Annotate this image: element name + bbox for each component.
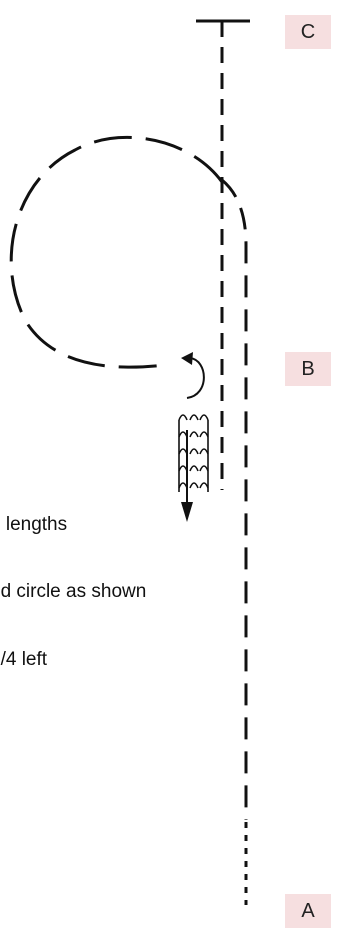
instruction-line-1: e lengths bbox=[0, 514, 68, 535]
instruction-line-4: n bbox=[0, 672, 1, 696]
dashed-circle bbox=[9, 135, 224, 369]
turn-arrow bbox=[186, 357, 205, 399]
instruction-line-2: nd circle as shown bbox=[0, 581, 147, 602]
point-label-a: A bbox=[285, 894, 331, 928]
point-label-a-text: A bbox=[301, 899, 315, 922]
down-arrow-head bbox=[181, 502, 193, 522]
outer-dashed-line bbox=[221, 178, 248, 820]
point-label-c: C bbox=[285, 15, 331, 49]
point-label-b: B bbox=[285, 352, 331, 386]
point-label-c-text: C bbox=[300, 20, 316, 43]
instruction-line-3: 1/4 left bbox=[0, 649, 48, 670]
point-label-b-text: B bbox=[301, 357, 315, 380]
stitch-marks bbox=[178, 414, 209, 492]
turn-arrow-head bbox=[181, 352, 193, 365]
